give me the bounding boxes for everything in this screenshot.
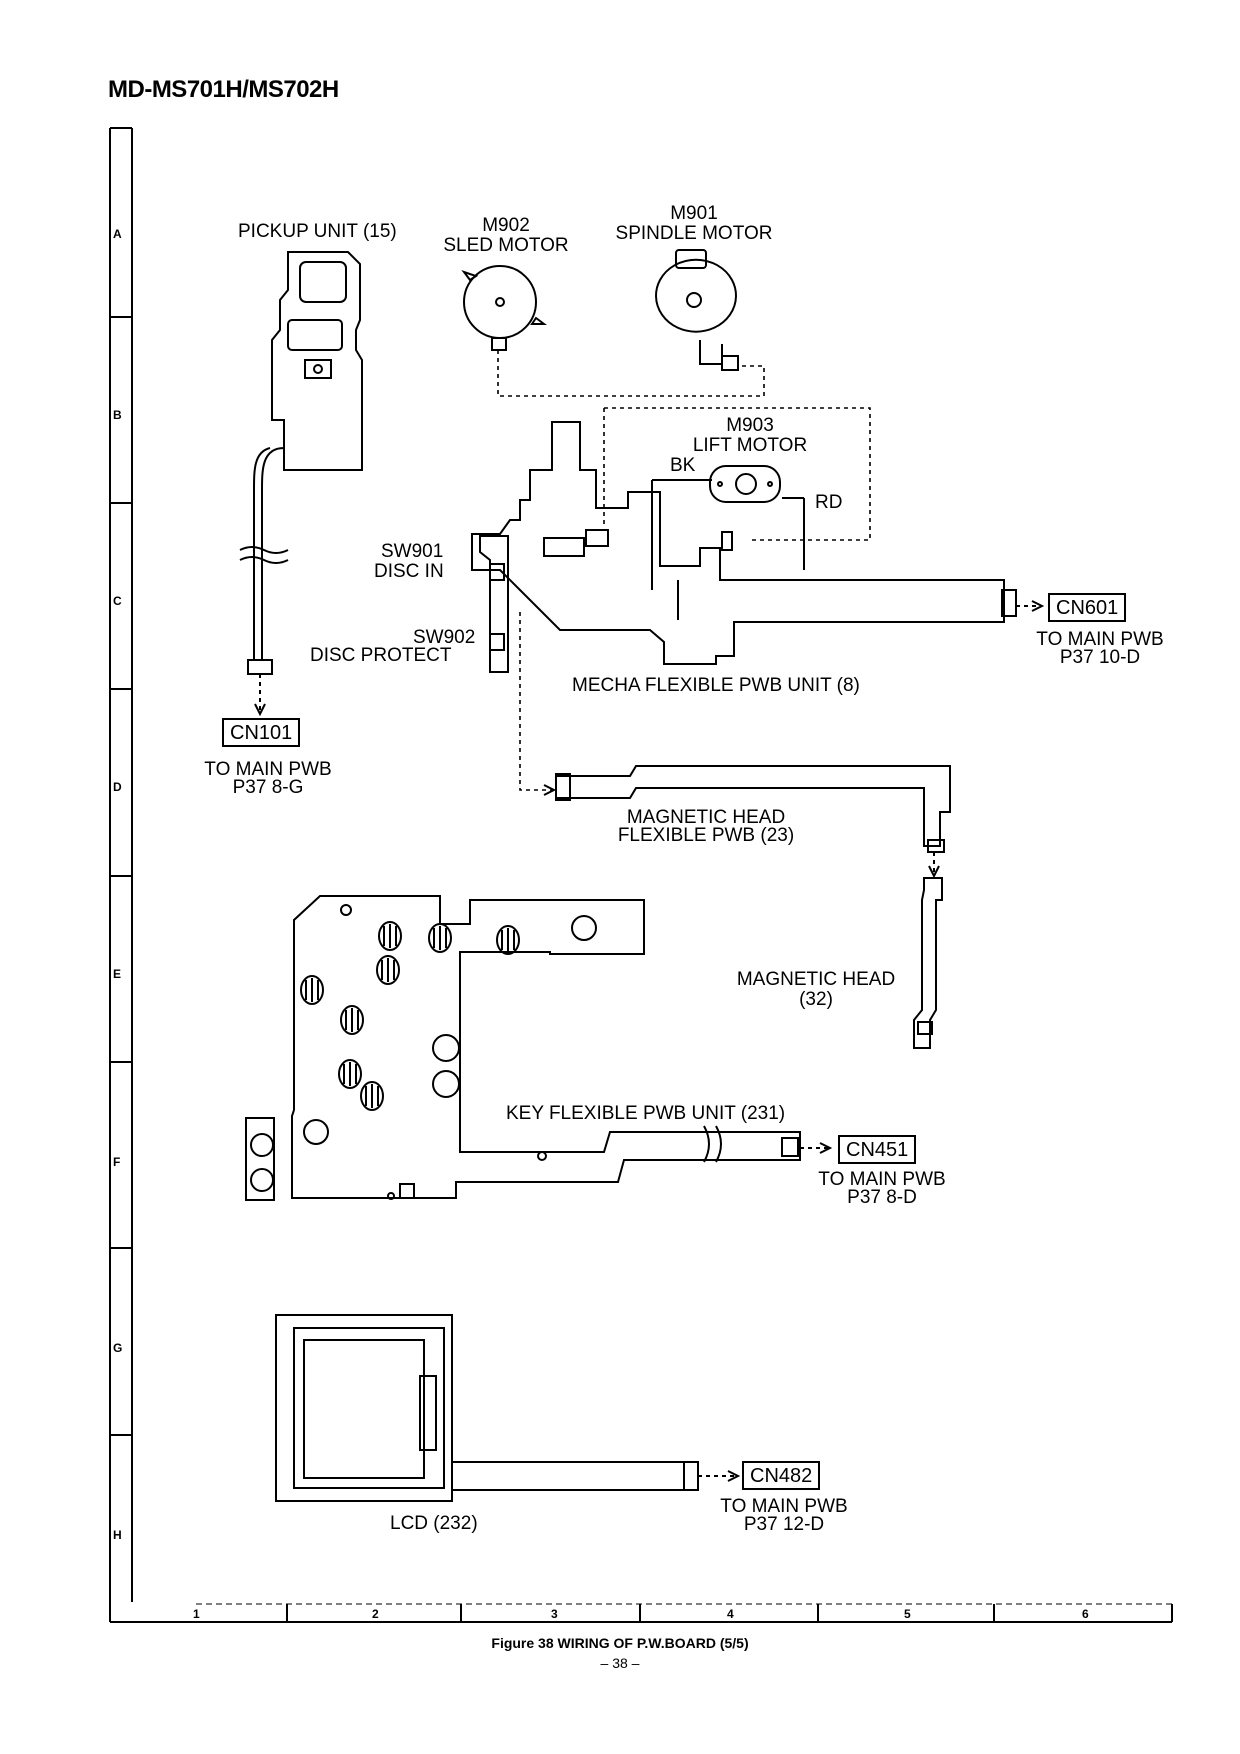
lcd-module — [275, 1314, 699, 1502]
label-m903-name: LIFT MOTOR — [692, 435, 808, 456]
label-maghead-line2: (32) — [799, 989, 833, 1010]
label-sw901-ref: SW901 — [381, 541, 444, 562]
page-number: – 38 – — [600, 1655, 640, 1671]
label-m901-name: SPINDLE MOTOR — [615, 223, 773, 244]
col-label-6: 6 — [1082, 1607, 1089, 1621]
switch-sw901-sw902 — [479, 535, 509, 673]
row-label-c: C — [113, 594, 122, 608]
label-pickup-unit: PICKUP UNIT (15) — [238, 221, 397, 242]
row-label-f: F — [113, 1155, 121, 1169]
connector-cn101: CN101 — [222, 718, 301, 747]
label-sw902-name: DISC PROTECT — [310, 645, 452, 666]
page-title: MD-MS701H/MS702H — [108, 76, 339, 103]
row-label-b: B — [113, 408, 122, 422]
connector-cn601: CN601 — [1048, 593, 1127, 622]
row-label-h: H — [113, 1528, 122, 1542]
label-m901-ref: M901 — [670, 203, 718, 224]
label-maghead-pwb-line2: FLEXIBLE PWB (23) — [617, 825, 795, 846]
magnetic-head — [913, 877, 943, 1049]
connector-cn482-dest: TO MAIN PWB — [720, 1496, 848, 1517]
col-label-4: 4 — [727, 1607, 734, 1621]
connector-cn601-ref: P37 10-D — [1059, 647, 1141, 668]
label-wire-bk: BK — [670, 455, 696, 476]
label-maghead-pwb-line1: MAGNETIC HEAD — [626, 807, 786, 828]
connector-cn101-dest: TO MAIN PWB — [204, 759, 332, 780]
key-flexible-pwb — [245, 895, 801, 1201]
sled-motor — [461, 265, 547, 351]
row-label-d: D — [113, 780, 122, 794]
label-sw902-ref: SW902 — [413, 627, 476, 648]
pickup-unit-board — [239, 251, 363, 675]
figure-caption: Figure 38 WIRING OF P.W.BOARD (5/5) — [491, 1635, 749, 1651]
connector-cn482: CN482 — [742, 1461, 821, 1490]
connector-cn451-ref: P37 8-D — [847, 1187, 917, 1208]
row-label-a: A — [113, 227, 122, 241]
label-wire-rd: RD — [815, 492, 843, 513]
connector-cn601-dest: TO MAIN PWB — [1036, 629, 1164, 650]
col-label-1: 1 — [193, 1607, 200, 1621]
connector-cn451-dest: TO MAIN PWB — [818, 1169, 946, 1190]
magnetic-head-flexible-pwb — [555, 765, 951, 853]
col-label-2: 2 — [372, 1607, 379, 1621]
row-label-g: G — [113, 1341, 123, 1355]
label-m903-ref: M903 — [726, 415, 774, 436]
label-lcd: LCD (232) — [390, 1513, 478, 1534]
label-m902-name: SLED MOTOR — [443, 235, 569, 256]
col-label-5: 5 — [904, 1607, 911, 1621]
label-m902-ref: M902 — [482, 215, 530, 236]
col-label-3: 3 — [551, 1607, 558, 1621]
lift-motor — [709, 465, 781, 503]
label-key-unit: KEY FLEXIBLE PWB UNIT (231) — [506, 1103, 786, 1124]
connector-cn482-ref: P37 12-D — [743, 1514, 825, 1535]
label-sw901-name: DISC IN — [374, 561, 444, 582]
row-label-e: E — [113, 967, 122, 981]
spindle-motor — [655, 249, 739, 371]
connector-cn451: CN451 — [838, 1135, 917, 1164]
label-maghead-line1: MAGNETIC HEAD — [736, 969, 896, 990]
label-mecha-unit: MECHA FLEXIBLE PWB UNIT (8) — [572, 675, 860, 696]
mecha-flexible-pwb — [471, 421, 1017, 665]
connector-cn101-ref: P37 8-G — [232, 777, 304, 798]
